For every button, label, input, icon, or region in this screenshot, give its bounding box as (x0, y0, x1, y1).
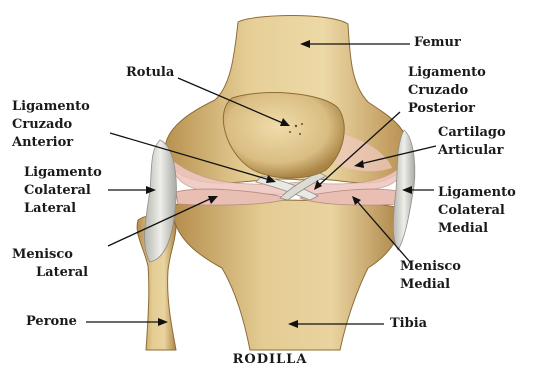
label-rotula: Rotula (126, 64, 174, 82)
label-ligamento-cruzado-anterior: Ligamento Cruzado Anterior (12, 98, 90, 152)
label-cartilago-line2: Articular (438, 142, 506, 160)
label-mm-line1: Menisco (400, 258, 461, 276)
label-menisco-medial: Menisco Medial (400, 258, 461, 294)
label-lca-line2: Cruzado (12, 116, 90, 134)
label-tibia-text: Tibia (390, 315, 427, 333)
label-lcp-line3: Posterior (408, 100, 486, 118)
label-rotula-text: Rotula (126, 64, 174, 82)
label-ligamento-colateral-medial: Ligamento Colateral Medial (438, 184, 516, 238)
label-lcm-line3: Medial (438, 220, 516, 238)
tibia-bone (172, 200, 401, 350)
diagram-caption: RODILLA (0, 352, 540, 367)
label-lcm-line2: Colateral (438, 202, 516, 220)
label-lcl-line3: Lateral (24, 200, 102, 218)
label-ligamento-colateral-lateral: Ligamento Colateral Lateral (24, 164, 102, 218)
label-tibia: Tibia (390, 315, 427, 333)
label-cartilago-articular: Cartilago Articular (438, 124, 506, 160)
label-menisco-lateral: Menisco Lateral (12, 246, 88, 282)
label-ml-line1: Menisco (12, 246, 88, 264)
label-lca-line1: Ligamento (12, 98, 90, 116)
label-cartilago-line1: Cartilago (438, 124, 506, 142)
label-mm-line2: Medial (400, 276, 461, 294)
label-femur: Femur (414, 34, 461, 52)
label-lcl-line2: Colateral (24, 182, 102, 200)
label-lca-line3: Anterior (12, 134, 90, 152)
label-femur-text: Femur (414, 34, 461, 52)
label-lcp-line1: Ligamento (408, 64, 486, 82)
label-perone-text: Perone (26, 313, 77, 331)
label-ligamento-cruzado-posterior: Ligamento Cruzado Posterior (408, 64, 486, 118)
label-lcm-line1: Ligamento (438, 184, 516, 202)
label-perone: Perone (26, 313, 77, 331)
label-lcp-line2: Cruzado (408, 82, 486, 100)
label-ml-line2: Lateral (12, 264, 88, 282)
label-lcl-line1: Ligamento (24, 164, 102, 182)
